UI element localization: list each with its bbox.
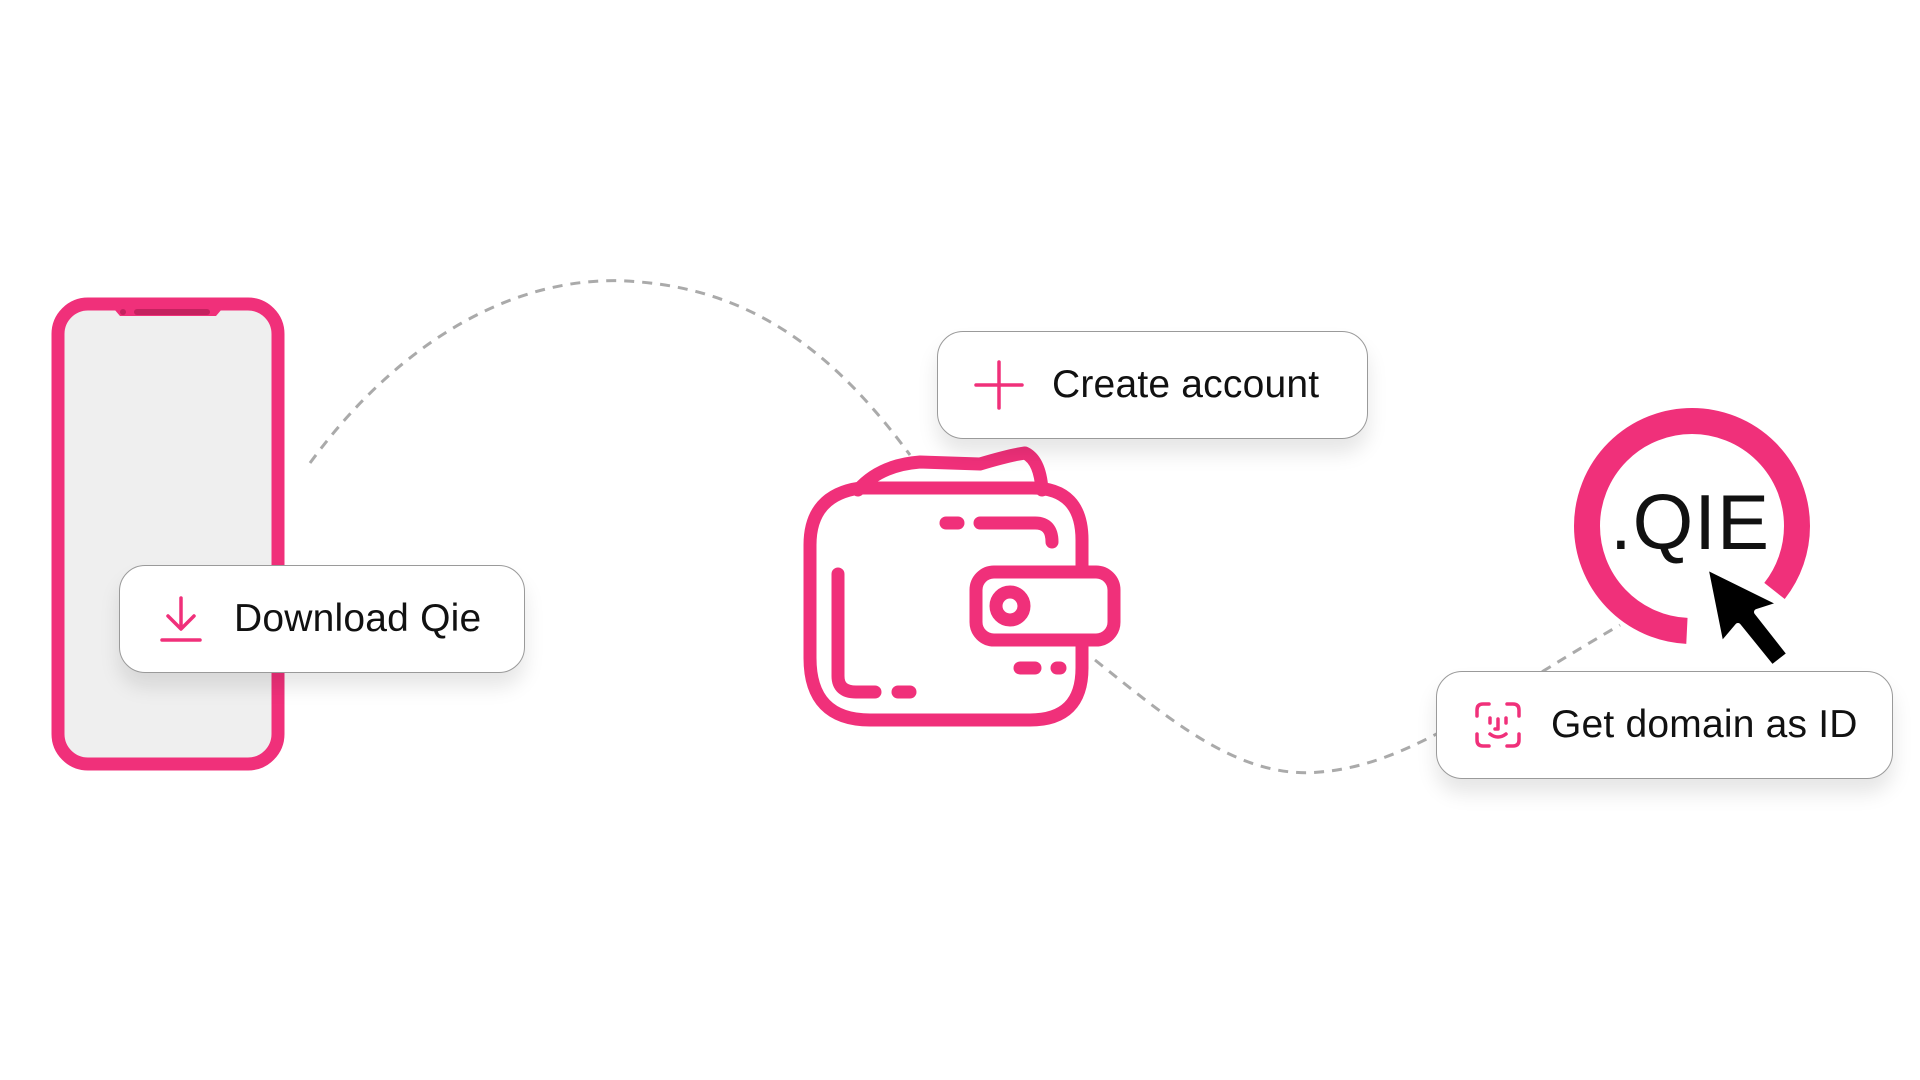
face-id-icon	[1475, 702, 1521, 748]
get-domain-button[interactable]: Get domain as ID	[1436, 671, 1893, 779]
domain-badge-text: .QIE	[1609, 478, 1771, 566]
download-qie-button[interactable]: Download Qie	[119, 565, 525, 673]
create-account-button[interactable]: Create account	[937, 331, 1368, 439]
download-qie-label: Download Qie	[234, 597, 482, 640]
download-icon	[160, 596, 202, 642]
domain-ring	[1574, 408, 1810, 644]
create-account-label: Create account	[1052, 363, 1320, 406]
get-domain-label: Get domain as ID	[1551, 703, 1858, 746]
plus-icon	[974, 360, 1024, 410]
